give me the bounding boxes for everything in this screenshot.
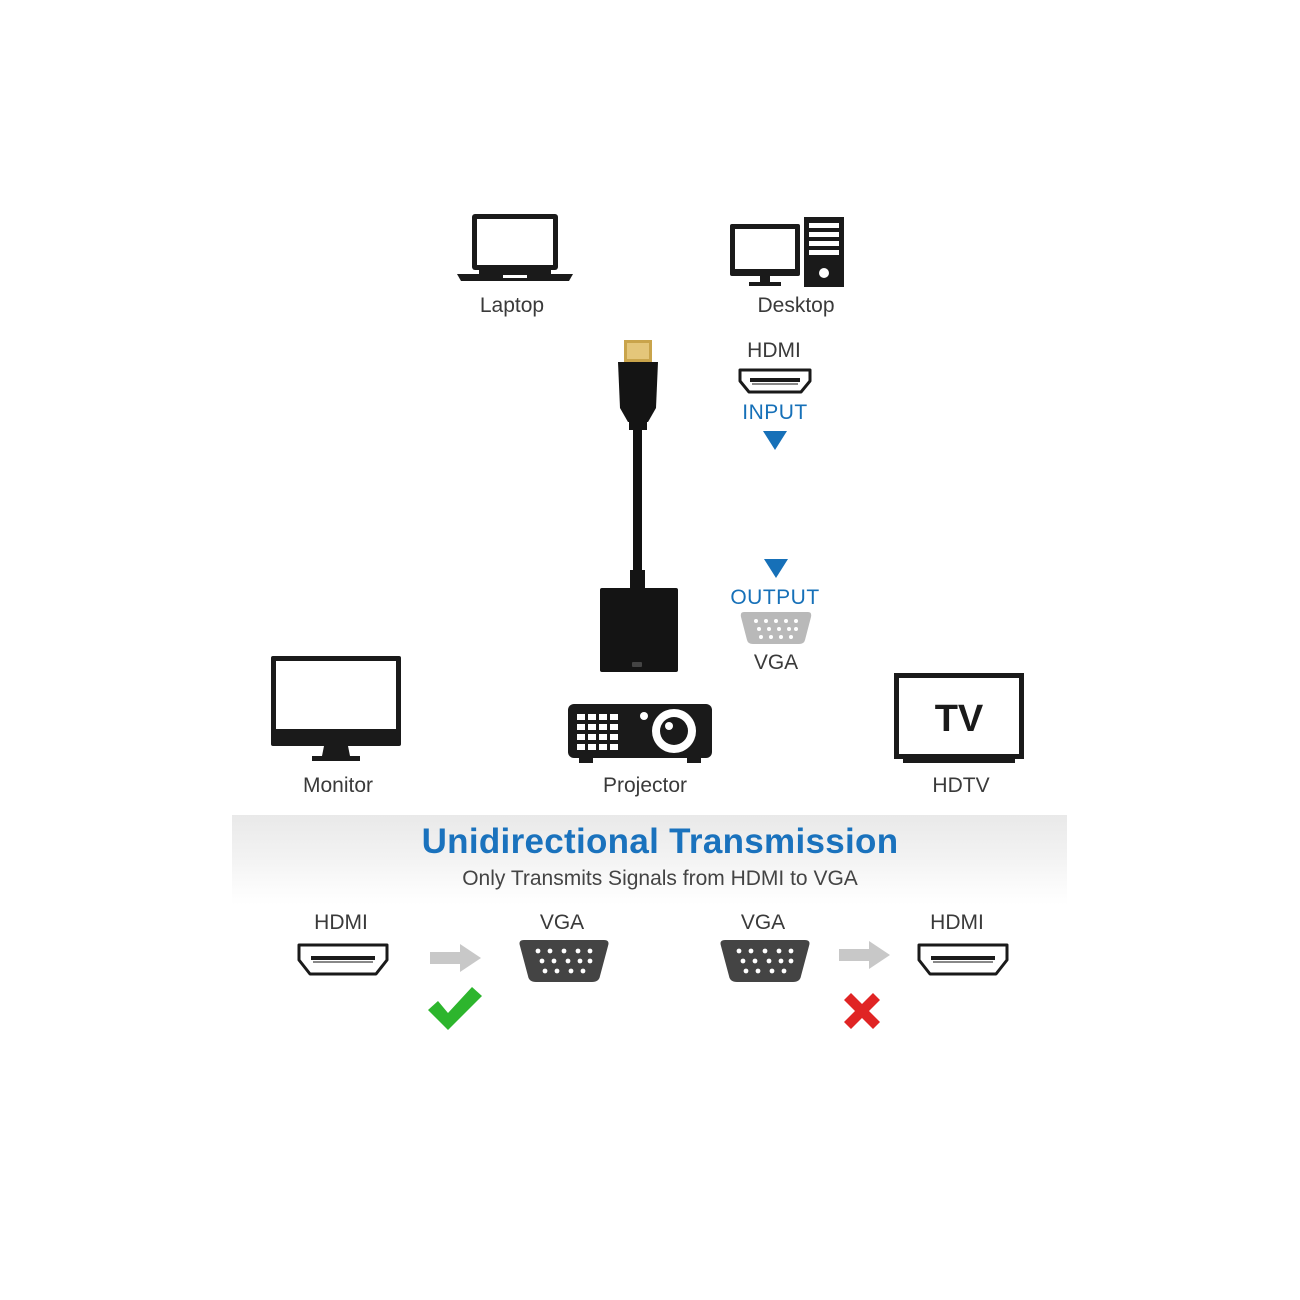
supported-from-label: HDMI [314, 911, 368, 934]
monitor-icon [271, 656, 401, 761]
unsupported-from-label: VGA [740, 911, 786, 934]
vga-connector-icon [519, 940, 609, 982]
supported-arrow-right-icon [430, 944, 481, 972]
projector-label: Projector [602, 774, 688, 797]
monitor-label: Monitor [302, 774, 374, 797]
projector-icon [568, 704, 712, 763]
banner-subtitle: Only Transmits Signals from HDMI to VGA [462, 867, 858, 890]
laptop-icon [457, 214, 573, 281]
banner-background [232, 815, 1067, 905]
tv-screen-text: TV [934, 698, 984, 740]
cross-icon [844, 993, 880, 1029]
hdmi-connector-icon [917, 943, 1009, 976]
unsupported-arrow-right-icon [839, 941, 890, 969]
input-arrow-down-icon [763, 431, 787, 450]
hdmi-port-icon [738, 368, 812, 394]
desktop-label: Desktop [757, 294, 835, 317]
tv-icon [894, 673, 1024, 763]
output-label: OUTPUT [730, 586, 820, 609]
laptop-label: Laptop [479, 294, 545, 317]
input-label: INPUT [742, 401, 808, 424]
hdmi-to-vga-adapter [600, 340, 678, 672]
output-arrow-down-icon [764, 559, 788, 578]
vga-connector-icon [720, 940, 810, 982]
vga-port-icon [740, 612, 812, 644]
output-port-label: VGA [753, 651, 799, 674]
desktop-icon [730, 217, 844, 287]
hdtv-label: HDTV [932, 774, 990, 797]
unsupported-to-label: HDMI [930, 911, 984, 934]
hdmi-connector-icon [297, 943, 389, 976]
banner-title: Unidirectional Transmission [421, 822, 899, 861]
supported-to-label: VGA [539, 911, 585, 934]
check-icon [428, 987, 482, 1030]
input-port-label: HDMI [747, 339, 801, 362]
